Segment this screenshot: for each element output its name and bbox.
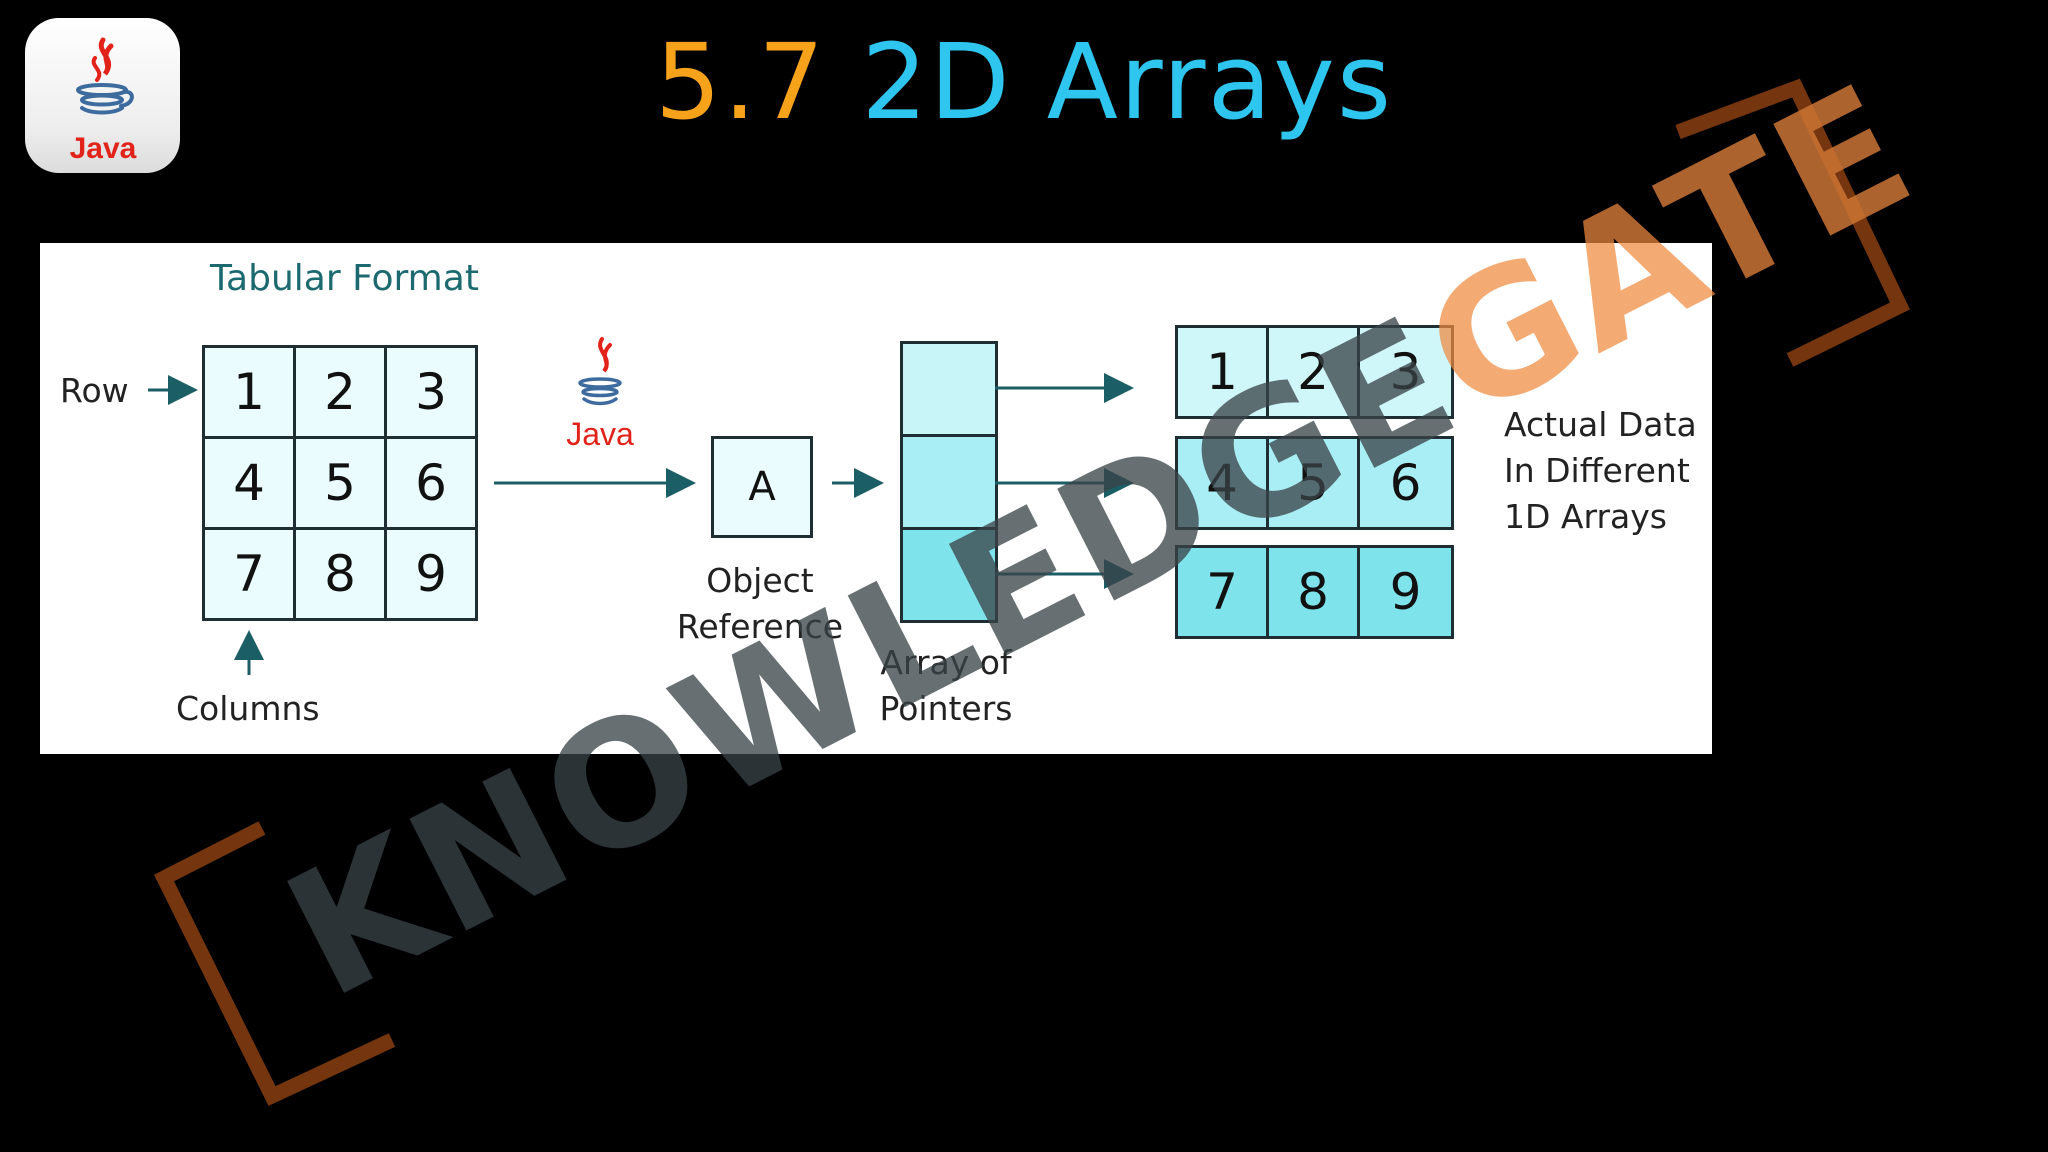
grid-cell: 1 [205,348,296,439]
reference-label: Reference [676,607,844,646]
title-number: 5.7 [654,21,827,143]
in-different-label: In Different [1504,451,1690,490]
row-cell: 9 [1360,548,1451,636]
row-cell: 3 [1360,328,1451,416]
grid-cell: 8 [296,530,387,621]
diagram-panel: Tabular Format Row Columns 1 2 3 4 5 6 7… [40,243,1712,754]
java-coffee-cup-icon: Java [70,37,137,165]
java-cup-ring [581,386,619,398]
pointers-label: Pointers [879,689,1013,728]
grid-cell: 6 [387,439,478,530]
columns-label: Columns [176,689,320,728]
pointer-cell [903,530,995,620]
row-label: Row [60,371,129,410]
grid-cell: 5 [296,439,387,530]
java-badge: Java [566,337,634,452]
array-of-label: Array of [880,643,1012,682]
row-array-2: 4 5 6 [1175,436,1454,530]
one-d-arrays-label: 1D Arrays [1504,497,1667,536]
row-cell: 1 [1178,328,1269,416]
page-title: 5.7 2D Arrays [0,22,2048,142]
grid-cell: 7 [205,530,296,621]
row-array-1: 1 2 3 [1175,325,1454,419]
row-array-3: 7 8 9 [1175,545,1454,639]
grid-cell: 4 [205,439,296,530]
grid-cell: 2 [296,348,387,439]
actual-data-label: Actual Data [1504,405,1697,444]
java-badge-text: Java [566,416,634,452]
watermark-bracket-left [153,821,396,1106]
row-cell: 6 [1360,439,1451,527]
svg-text:Java: Java [70,132,137,165]
object-label: Object [706,561,814,600]
row-cell: 8 [1269,548,1360,636]
pointer-cell [903,344,995,437]
grid-cell: 3 [387,348,478,439]
row-cell: 5 [1269,439,1360,527]
java-logo: Java [25,18,180,173]
row-cell: 2 [1269,328,1360,416]
java-steam-icon [598,337,612,373]
grid-cell: 9 [387,530,478,621]
tabular-format-title: Tabular Format [210,258,479,299]
row-cell: 7 [1178,548,1269,636]
diagram-arrows [148,373,1134,675]
java-cup-base [582,397,618,406]
title-text: 2D Arrays [861,21,1394,143]
row-cell: 4 [1178,439,1269,527]
pointer-cell [903,437,995,530]
tabular-grid: 1 2 3 4 5 6 7 8 9 [202,345,478,621]
object-reference-box: A [711,436,813,538]
